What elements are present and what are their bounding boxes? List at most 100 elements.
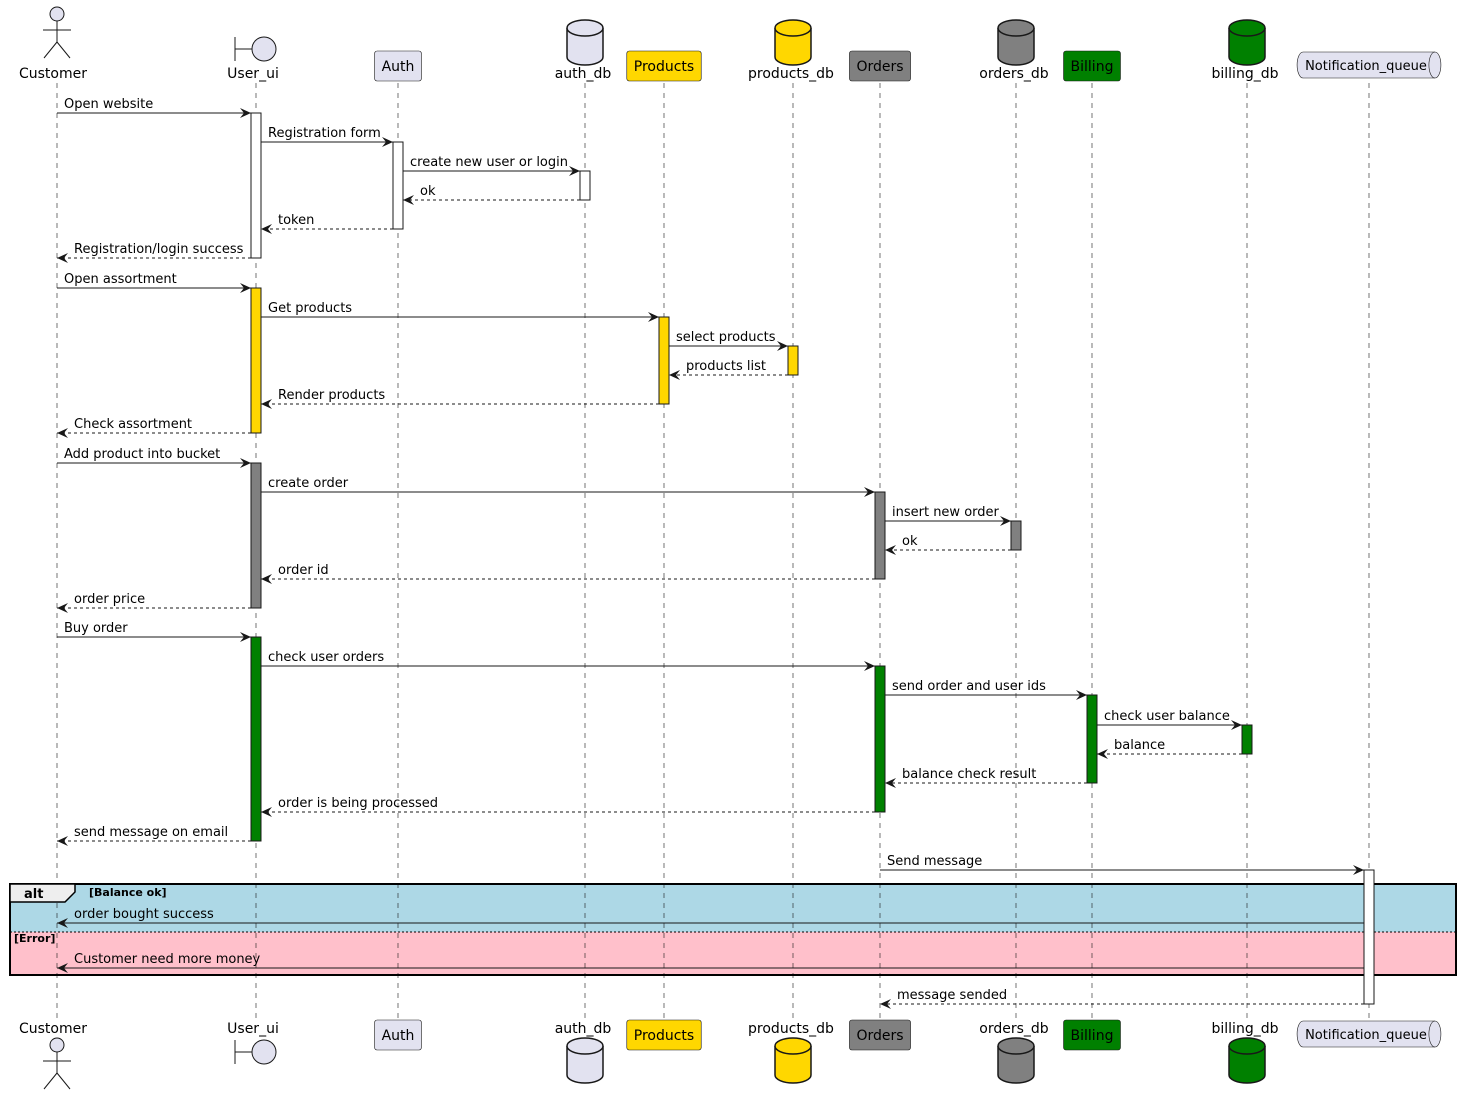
participant-orders-bottom: Orders [849, 1019, 911, 1051]
boundary-icon [251, 36, 277, 62]
actor-icon-head [49, 6, 65, 22]
participant-label: Customer [19, 66, 87, 82]
participant-billing-top: Billing [1063, 50, 1121, 82]
database-icon [997, 28, 1035, 66]
message: ok [885, 534, 1011, 555]
participant-label: products_db [748, 66, 834, 82]
message: ok [403, 184, 580, 205]
participant-orders_db-bottom: orders_db [979, 1021, 1049, 1084]
participant-billing_db-bottom: billing_db [1212, 1021, 1279, 1084]
message-label: send order and user ids [892, 679, 1046, 694]
message: order is being processed [261, 796, 875, 817]
alt-condition-error: [Error] [14, 932, 55, 945]
participant-label: billing_db [1212, 1021, 1279, 1037]
participant-box [374, 50, 422, 82]
participant-box [849, 50, 911, 82]
message: products list [669, 359, 788, 380]
participant-box [626, 50, 702, 82]
message: check user balance [1097, 709, 1242, 730]
participant-label: User_ui [227, 1021, 279, 1037]
participant-box [374, 1019, 422, 1051]
database-icon [566, 1046, 604, 1084]
participant-products-bottom: Products [626, 1019, 702, 1051]
participant-box [849, 1019, 911, 1051]
message: Open website [57, 97, 251, 118]
participant-user_ui-top: User_ui [227, 36, 279, 82]
message-label: order is being processed [278, 796, 438, 811]
participant-label: Billing [1071, 1028, 1114, 1044]
message: create new user or login [403, 155, 580, 176]
message-label: ok [420, 184, 436, 199]
activation-auth_db [579, 170, 591, 201]
participant-label: orders_db [979, 1021, 1049, 1037]
message-label: send message on email [74, 825, 228, 840]
participant-label: auth_db [555, 66, 612, 82]
activation-orders_db [1010, 520, 1022, 551]
message-label: products list [686, 359, 766, 374]
participant-label: Notification_queue [1305, 1028, 1427, 1043]
message-label: Add product into bucket [64, 447, 220, 462]
database-icon-top [997, 1037, 1035, 1055]
database-icon-top [566, 19, 604, 37]
participant-label: Products [634, 59, 694, 75]
message: order bought success [57, 907, 1364, 928]
message: Check assortment [57, 417, 251, 438]
database-icon-top [997, 19, 1035, 37]
participant-label: Billing [1071, 59, 1114, 75]
participant-billing_db-top: billing_db [1212, 19, 1279, 82]
message: order id [261, 563, 875, 584]
participant-products_db-bottom: products_db [748, 1021, 834, 1084]
alt-fragment-backgrounds [10, 884, 1456, 975]
message: Customer need more money [57, 952, 1364, 973]
message-label: check user balance [1104, 709, 1230, 724]
participant-label: products_db [748, 1021, 834, 1037]
message: Open assortment [57, 272, 251, 293]
message-label: message sended [897, 988, 1007, 1003]
message: check user orders [261, 650, 875, 671]
activation-user_ui [250, 287, 262, 434]
database-icon [997, 1046, 1035, 1084]
participant-label: billing_db [1212, 66, 1279, 82]
activation-bars [250, 112, 1375, 1005]
participant-box [1063, 50, 1121, 82]
message: insert new order [885, 505, 1011, 526]
participant-orders_db-top: orders_db [979, 19, 1049, 82]
message: send message on email [57, 825, 251, 846]
message-label: order bought success [74, 907, 214, 922]
message: Buy order [57, 621, 251, 642]
participant-auth_db-bottom: auth_db [555, 1021, 611, 1084]
activation-auth [392, 141, 404, 230]
database-icon-top [566, 1037, 604, 1055]
message-label: Registration form [268, 126, 381, 141]
message: Registration form [261, 126, 393, 147]
message-label: create new user or login [410, 155, 568, 170]
message: Render products [261, 388, 659, 409]
activation-notification_queue [1363, 869, 1375, 1005]
participant-auth-top: Auth [374, 50, 422, 82]
message-label: Buy order [64, 621, 128, 636]
actor-icon-head [49, 1037, 65, 1053]
participant-orders-top: Orders [849, 50, 911, 82]
participant-label: Orders [856, 59, 903, 75]
participant-label: Auth [382, 59, 415, 75]
participant-products_db-top: products_db [748, 19, 834, 82]
boundary-icon [251, 1039, 277, 1065]
message-label: Customer need more money [74, 952, 261, 967]
message: Add product into bucket [57, 447, 251, 468]
participants: CustomerCustomerUser_uiUser_uiAuthAuthau… [19, 6, 1442, 1090]
activation-user_ui [250, 112, 262, 259]
participant-customer-bottom: Customer [19, 1021, 87, 1090]
participant-user_ui-bottom: User_ui [227, 1021, 279, 1065]
activation-billing [1086, 694, 1098, 784]
message: send order and user ids [885, 679, 1087, 700]
activation-user_ui [250, 636, 262, 842]
activation-orders [874, 491, 886, 580]
participant-customer-top: Customer [19, 6, 87, 82]
participant-notification_queue-bottom: Notification_queue [1296, 1020, 1442, 1048]
participant-label: Products [634, 1028, 694, 1044]
message: create order [261, 476, 875, 497]
message: select products [669, 330, 788, 351]
message: Registration/login success [57, 242, 251, 263]
